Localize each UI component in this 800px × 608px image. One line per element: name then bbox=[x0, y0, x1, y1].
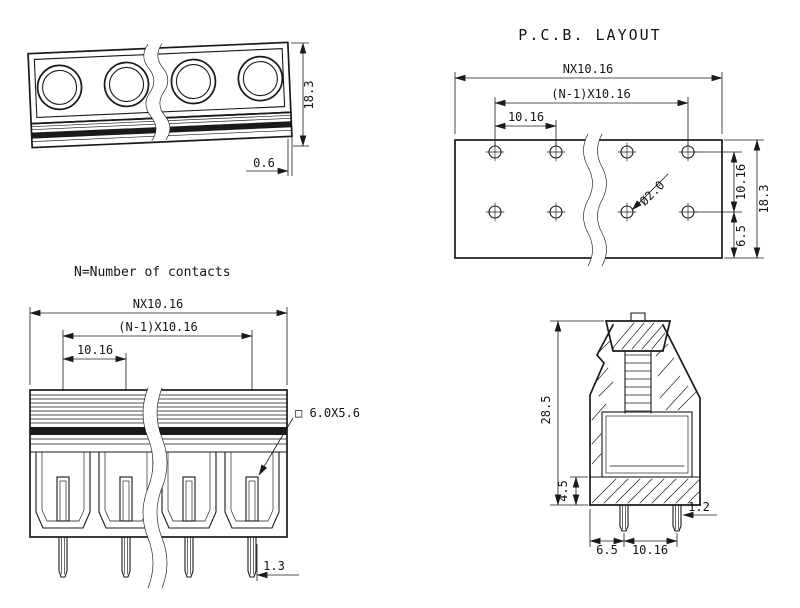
screw-slot-circle bbox=[242, 61, 278, 97]
contacts-note: N=Number of contacts bbox=[74, 265, 231, 280]
solder-pins bbox=[58, 536, 257, 578]
dim-pin-width-label: 1.2 bbox=[688, 500, 710, 514]
dim-span-label: (N-1)X10.16 bbox=[118, 320, 197, 334]
screw-slot-circle bbox=[175, 63, 211, 100]
screw-head-circle bbox=[170, 58, 217, 105]
dim-pin-pitch-label: 10.16 bbox=[632, 543, 668, 557]
screw-head-hatch bbox=[611, 322, 666, 350]
break-line bbox=[583, 133, 607, 267]
dim-wire-opening-label: □ 6.0X5.6 bbox=[295, 406, 360, 420]
screw-head-circle bbox=[237, 55, 284, 102]
front-view-dimensions: NX10.16 (N-1)X10.16 10.16 □ 6.0X5.6 1.3 bbox=[29, 297, 360, 581]
pcb-layout-title: P.C.B. LAYOUT bbox=[518, 26, 661, 44]
left-profile bbox=[589, 323, 615, 506]
dim-pitch-label: 10.16 bbox=[77, 343, 113, 357]
dim-pin-offset-label: 6.5 bbox=[596, 543, 618, 557]
section-dimensions: 28.5 4.5 1.2 6.5 10.16 bbox=[539, 320, 717, 557]
dim-base-height-label: 4.5 bbox=[556, 480, 570, 502]
break-line bbox=[142, 387, 168, 589]
base-hatch bbox=[591, 478, 700, 504]
top-view-body bbox=[27, 41, 293, 149]
dim-span-label: (N-1)X10.16 bbox=[551, 87, 630, 101]
dim-pin-width-label: 1.3 bbox=[263, 559, 285, 573]
dim-overall-label: NX10.16 bbox=[133, 297, 184, 311]
section-body bbox=[589, 312, 701, 532]
dim-lip-label: 0.6 bbox=[253, 156, 275, 170]
screw-slot-circle bbox=[42, 69, 78, 105]
dim-pitch-label: 10.16 bbox=[508, 110, 544, 124]
dim-row-spacing-label: 10.16 bbox=[734, 164, 748, 200]
front-view: NX10.16 (N-1)X10.16 10.16 □ 6.0X5.6 1.3 bbox=[29, 297, 360, 589]
pcb-layout-view: P.C.B. LAYOUT NX10.16 bbox=[454, 26, 771, 267]
dim-total-height-label: 28.5 bbox=[539, 396, 553, 425]
top-view-dimensions: 18.3 0.6 bbox=[246, 42, 316, 176]
dim-edge-offset-label: 6.5 bbox=[734, 225, 748, 247]
screw-slot-circle bbox=[108, 66, 145, 103]
front-view-body bbox=[29, 387, 288, 589]
screw-head-circle bbox=[103, 61, 150, 108]
dim-depth-label: 18.3 bbox=[302, 81, 316, 110]
dim-overall-label: NX10.16 bbox=[563, 62, 614, 76]
right-profile bbox=[661, 323, 701, 506]
pcb-dimensions: NX10.16 (N-1)X10.16 10.16 10.16 6.5 18.3… bbox=[454, 62, 771, 259]
clamp-screws bbox=[36, 55, 284, 111]
solder-pins bbox=[619, 504, 682, 532]
side-section-view: 28.5 4.5 1.2 6.5 10.16 bbox=[539, 312, 717, 557]
screw-head-circle bbox=[36, 64, 83, 111]
threaded-shaft bbox=[624, 350, 652, 414]
top-view: 18.3 0.6 bbox=[27, 41, 316, 176]
wire-cavity bbox=[601, 411, 693, 478]
hole-row-bottom bbox=[485, 202, 698, 222]
dim-board-depth-label: 18.3 bbox=[757, 185, 771, 214]
dim-hole-dia-label: Ø2.0 bbox=[637, 178, 667, 208]
screw-head bbox=[604, 320, 672, 352]
wall-hatch bbox=[591, 339, 697, 465]
screw-slot bbox=[630, 312, 646, 322]
break-line bbox=[143, 43, 171, 141]
